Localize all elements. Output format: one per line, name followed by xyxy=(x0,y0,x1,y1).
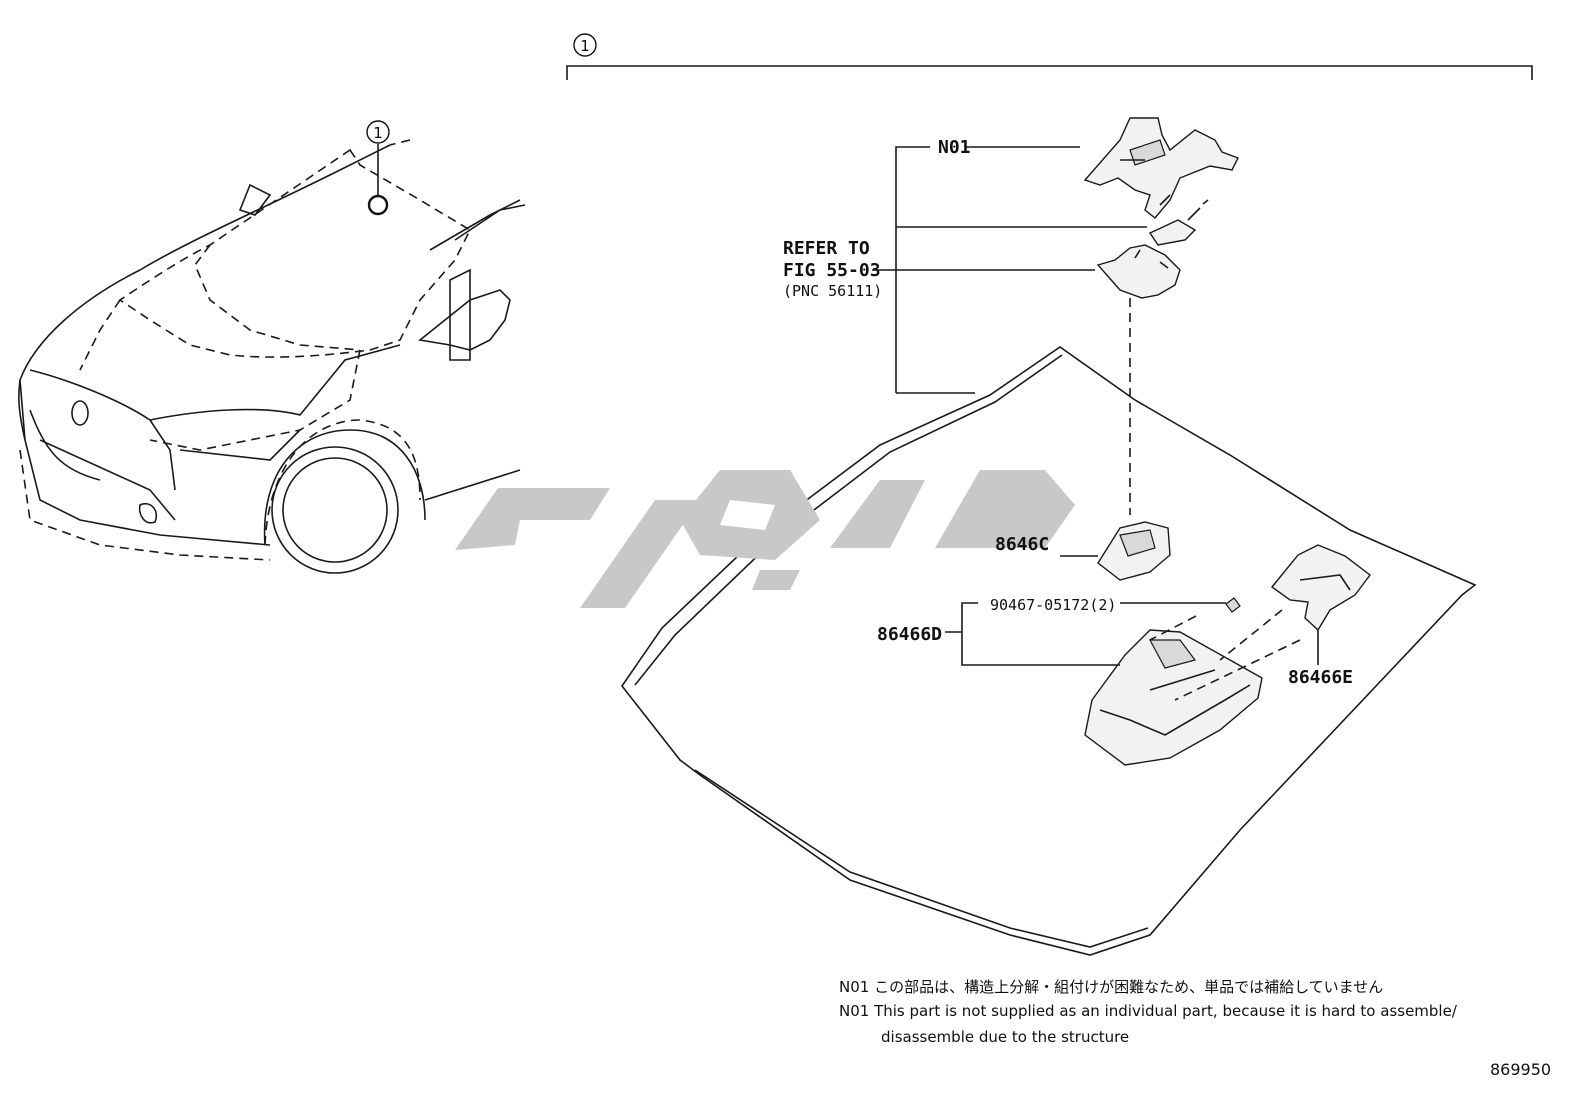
assembly-line-plate-2 xyxy=(1174,639,1301,701)
label-refer-line1: REFER TO xyxy=(783,238,870,259)
part-86466d-cover xyxy=(1084,629,1263,766)
note-en-line1: N01 This part is not supplied as an indi… xyxy=(839,1002,1457,1020)
part-bolt-clip xyxy=(1120,597,1241,613)
assembly-bracket: 1 xyxy=(566,33,1533,80)
vehicle-outline: 1 xyxy=(18,120,526,574)
index-circle-top xyxy=(573,33,597,57)
logo-watermark xyxy=(455,470,1075,608)
label-86466e: 86466E xyxy=(1288,667,1353,688)
part-8646c-camera xyxy=(1060,521,1171,581)
camera-location-marker xyxy=(367,194,389,216)
assembly-line-plate xyxy=(1219,609,1283,661)
label-n01: N01 xyxy=(938,137,971,158)
part-camera-bracket xyxy=(1096,244,1181,299)
windshield-outline xyxy=(621,346,1477,956)
label-refer-line2: FIG 55-03 xyxy=(783,260,881,281)
assembly-line-bolt xyxy=(1149,615,1197,641)
note-jp-prefix: N01 xyxy=(839,978,870,996)
label-8646c: 8646C xyxy=(995,534,1049,555)
index-label-top: 1 xyxy=(580,37,590,55)
note-en-prefix: N01 xyxy=(839,1002,870,1020)
label-86466d: 86466D xyxy=(877,624,942,645)
leader-86466d xyxy=(945,602,1120,666)
note-jp-text: この部品は、構造上分解・組付けが困難なため、単品では補給していません xyxy=(874,978,1384,996)
note-en-line2: disassemble due to the structure xyxy=(881,1028,1130,1046)
label-bolt: 90467-05172(2) xyxy=(990,596,1116,614)
index-circle-car xyxy=(366,120,390,144)
note-jp: N01 この部品は、構造上分解・組付けが困難なため、単品では補給していません xyxy=(839,976,1383,997)
part-clip xyxy=(1148,199,1209,246)
part-86466e-plate xyxy=(1270,544,1371,665)
figure-number: 869950 xyxy=(1490,1060,1552,1079)
note-en-text-1: This part is not supplied as an individu… xyxy=(874,1002,1457,1020)
label-refer-line3: (PNC 56111) xyxy=(783,282,882,300)
part-n01-bracket xyxy=(1083,117,1239,219)
index-label-car: 1 xyxy=(373,124,383,142)
leader-tree-n01 xyxy=(872,146,1147,394)
